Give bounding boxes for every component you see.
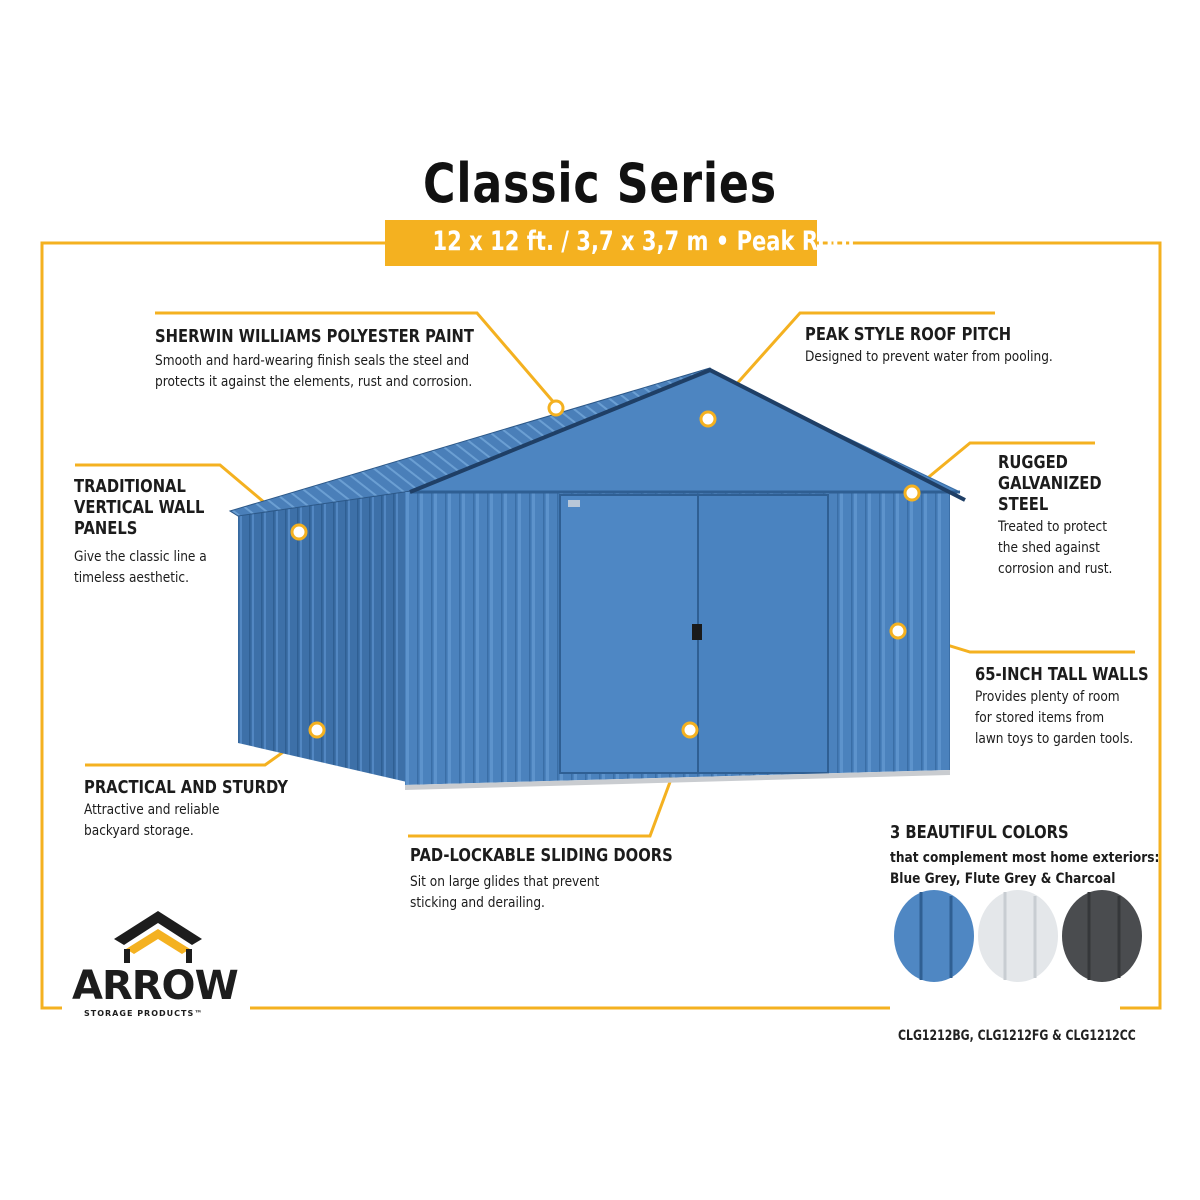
- shed-door-right: [697, 494, 829, 774]
- colors-desc: that complement most home exteriors:Blue…: [890, 850, 1160, 887]
- shed-door-left: [559, 494, 699, 774]
- feature-doors-title: PAD-LOCKABLE SLIDING DOORS: [410, 845, 673, 866]
- logo-tagline: STORAGE PRODUCTS™: [84, 1009, 204, 1018]
- dot-walls: [889, 622, 907, 640]
- color-swatches: [894, 890, 1142, 982]
- dot-sturdy: [308, 721, 326, 739]
- arrow-logo: ARROW STORAGE PRODUCTS™: [68, 905, 248, 1025]
- swatch-blue-grey: [894, 890, 974, 982]
- page-title: Classic Series: [423, 152, 777, 215]
- door-lock-icon: [692, 624, 702, 640]
- leader-roof: [706, 311, 995, 417]
- logo-wordmark: ARROW: [72, 963, 239, 1009]
- subtitle-banner: 12 x 12 ft. / 3,7 x 3,7 m • Peak Roof: [385, 220, 857, 266]
- feature-sturdy-title: PRACTICAL AND STURDY: [84, 777, 288, 798]
- house-roof-icon: [114, 911, 202, 963]
- colors-title: 3 BEAUTIFUL COLORS: [890, 822, 1069, 843]
- frame-left: [40, 241, 385, 1010]
- dot-paint: [547, 399, 565, 417]
- feature-doors: PAD-LOCKABLE SLIDING DOORS Sit on large …: [410, 845, 730, 914]
- leader-steel: [912, 441, 1095, 492]
- leader-paint: [155, 311, 558, 406]
- feature-walls: 65-INCH TALL WALLS Provides plenty of ro…: [975, 664, 1187, 750]
- dot-roof: [699, 410, 717, 428]
- swatch-flute-grey: [978, 890, 1058, 982]
- dot-panels: [290, 523, 308, 541]
- shed-side-wall: [238, 480, 420, 785]
- feature-paint-desc: Smooth and hard-wearing finish seals the…: [155, 353, 473, 390]
- colors-section: 3 BEAUTIFUL COLORS: [890, 822, 1108, 843]
- feature-roof: PEAK STYLE ROOF PITCH Designed to preven…: [805, 324, 1100, 368]
- dot-steel: [903, 484, 921, 502]
- feature-sturdy: PRACTICAL AND STURDY Attractive and reli…: [84, 777, 333, 842]
- feature-roof-title: PEAK STYLE ROOF PITCH: [805, 324, 1012, 345]
- frame-right: [817, 241, 1162, 1010]
- dot-doors: [681, 721, 699, 739]
- swatch-charcoal: [1062, 890, 1142, 982]
- subtitle-text: 12 x 12 ft. / 3,7 x 3,7 m • Peak Roof: [432, 226, 857, 257]
- feature-roof-desc: Designed to prevent water from pooling.: [805, 349, 1053, 365]
- feature-walls-title: 65-INCH TALL WALLS: [975, 664, 1149, 685]
- model-numbers: CLG1212BG, CLG1212FG & CLG1212CC: [898, 1028, 1136, 1044]
- feature-paint-title: SHERWIN WILLIAMS POLYESTER PAINT: [155, 326, 474, 347]
- feature-paint: SHERWIN WILLIAMS POLYESTER PAINT Smooth …: [155, 326, 544, 393]
